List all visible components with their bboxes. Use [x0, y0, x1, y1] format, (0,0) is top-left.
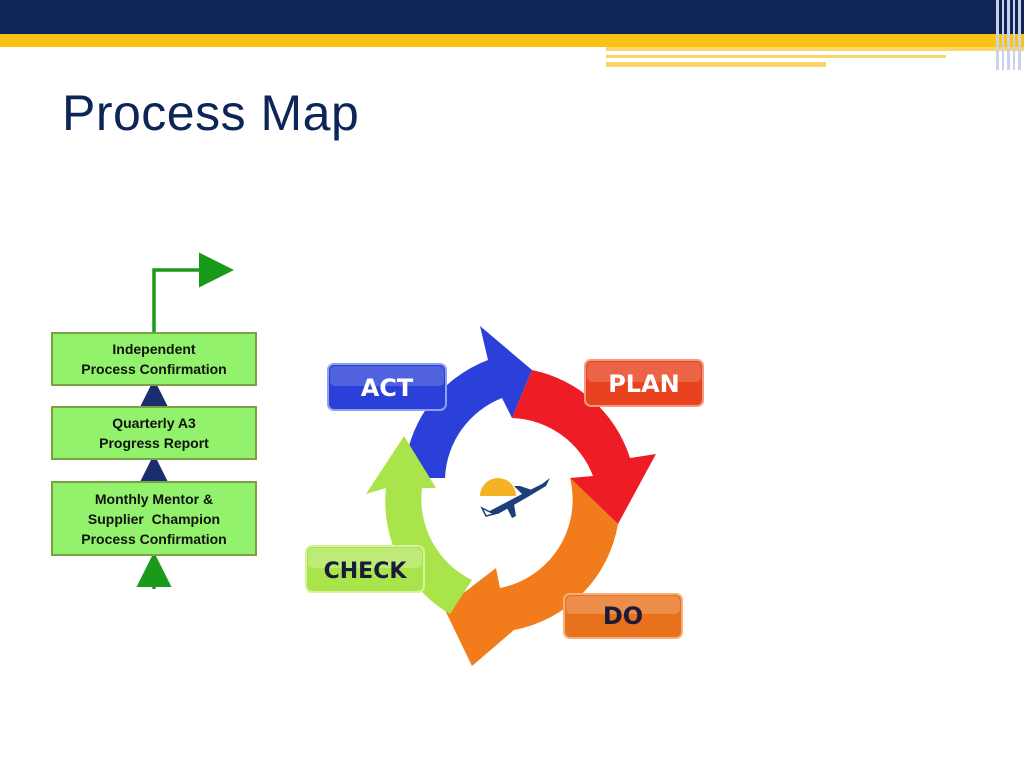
flow-exit-arrow	[152, 252, 234, 332]
do-label-badge: DO	[563, 593, 683, 639]
step-text-line: Supplier Champion	[87, 510, 221, 527]
step-text-line: Process Confirmation	[81, 530, 227, 547]
act-label: ACT	[361, 374, 414, 402]
flow-step-quarterly-a3: Quarterly A3 Progress Report	[51, 406, 257, 460]
step-text-line: Independent	[112, 341, 196, 357]
header-gold-bar	[0, 34, 1024, 47]
flow-step-independent-confirmation: Independent Process Confirmation	[51, 332, 257, 386]
header-corner-stripes	[996, 0, 1021, 70]
flow-step-monthly-mentor: Monthly Mentor & Supplier Champion Proce…	[51, 481, 257, 556]
header-navy-bar	[0, 0, 1024, 34]
do-label: DO	[603, 602, 643, 630]
plan-arc-arrow	[512, 370, 656, 524]
step-text-line: Process Confirmation	[81, 361, 227, 377]
act-arc-arrow	[404, 326, 532, 478]
header-gold-stripe	[606, 47, 1024, 51]
act-label-badge: ACT	[327, 363, 447, 411]
plane-sun-icon	[476, 478, 550, 518]
check-label: CHECK	[324, 559, 408, 584]
slide-title: Process Map	[62, 85, 360, 141]
pdca-cycle-diagram: ACT PLAN DO CHECK	[305, 326, 704, 666]
plan-label: PLAN	[608, 370, 680, 398]
step-text-line: Quarterly A3	[112, 415, 196, 431]
check-arc-arrow	[366, 436, 472, 614]
header-gold-stripe	[606, 62, 826, 67]
step-text-line: Monthly Mentor &	[94, 490, 214, 507]
do-arc-arrow	[444, 478, 618, 666]
check-label-badge: CHECK	[305, 545, 425, 593]
step-text-line: Progress Report	[99, 435, 209, 451]
header-gold-stripe	[606, 55, 946, 58]
plan-label-badge: PLAN	[584, 359, 704, 407]
